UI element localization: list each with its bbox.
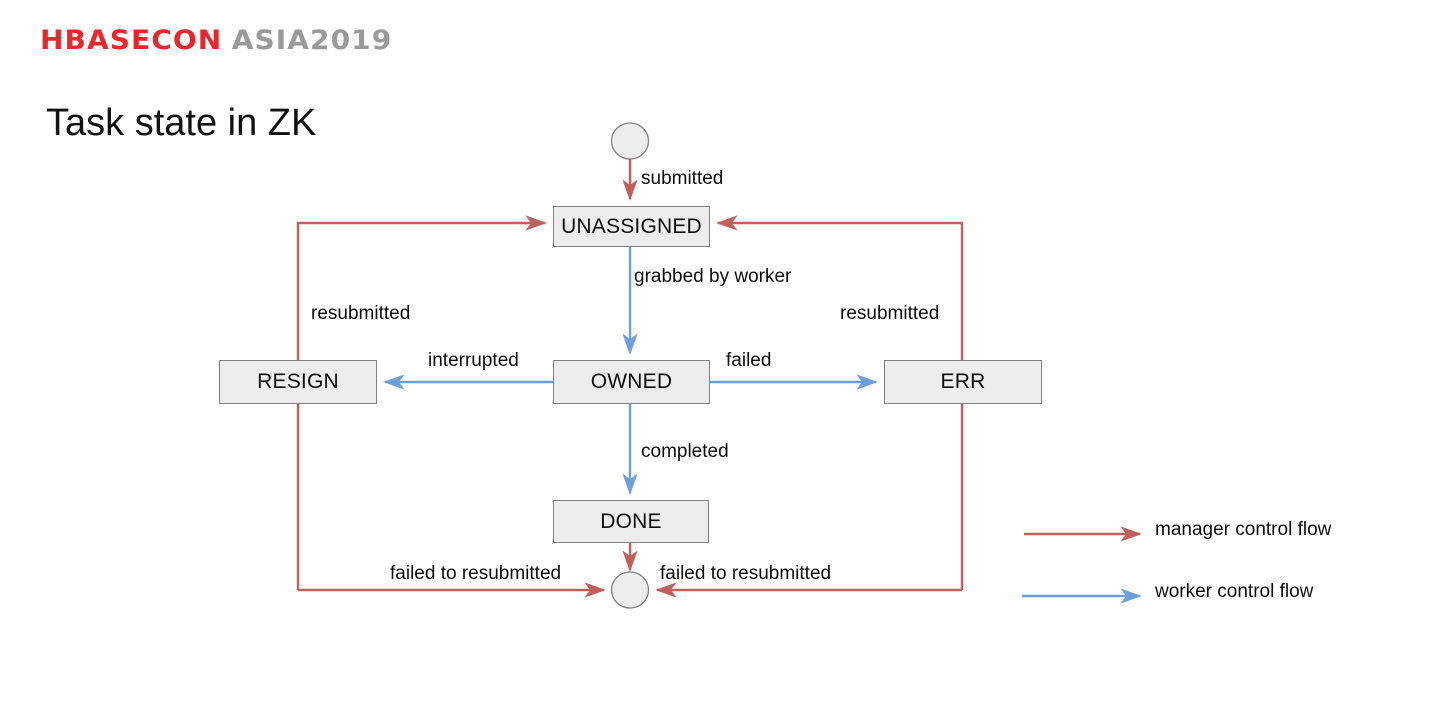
logo-hbasecon-text: HBASECON <box>40 25 223 56</box>
hbasecon-logo: HBASECON ASIA2019 <box>40 27 392 54</box>
edge-label-resubmitted-right: resubmitted <box>840 303 940 324</box>
legend-item-worker-control-flow: worker control flow <box>1155 581 1314 602</box>
state-node-owned-label: OWNED <box>590 370 673 393</box>
legend-item-manager-control-flow: manager control flow <box>1155 519 1332 540</box>
page-title: Task state in ZK <box>46 102 317 144</box>
state-node-unassigned-label: UNASSIGNED <box>561 214 702 238</box>
edge-label-failed-to-resubmitted-left: failed to resubmitted <box>390 563 562 584</box>
edge-err-to-unassigned <box>716 215 964 590</box>
start-node <box>610 122 650 160</box>
edge-label-interrupted: interrupted <box>428 350 519 371</box>
state-node-err-label: ERR <box>940 370 986 393</box>
edge-label-submitted: submitted <box>641 168 724 189</box>
edge-resign-to-unassigned <box>296 215 547 590</box>
state-node-resign-label: RESIGN <box>257 370 339 393</box>
end-node <box>610 571 650 609</box>
state-node-done-label: DONE <box>600 509 662 533</box>
edge-label-failed: failed <box>726 350 772 371</box>
state-node-err: ERR <box>884 360 1042 404</box>
state-node-unassigned: UNASSIGNED <box>553 206 710 247</box>
edge-label-grabbed-by-worker: grabbed by worker <box>634 266 792 287</box>
state-node-done: DONE <box>553 500 709 543</box>
edge-label-completed: completed <box>641 441 729 462</box>
state-node-resign: RESIGN <box>219 360 377 404</box>
logo-asia2019-text: ASIA2019 <box>231 25 393 56</box>
edge-label-failed-to-resubmitted-right: failed to resubmitted <box>660 563 832 584</box>
edge-label-resubmitted-left: resubmitted <box>311 303 411 324</box>
state-node-owned: OWNED <box>553 360 710 404</box>
